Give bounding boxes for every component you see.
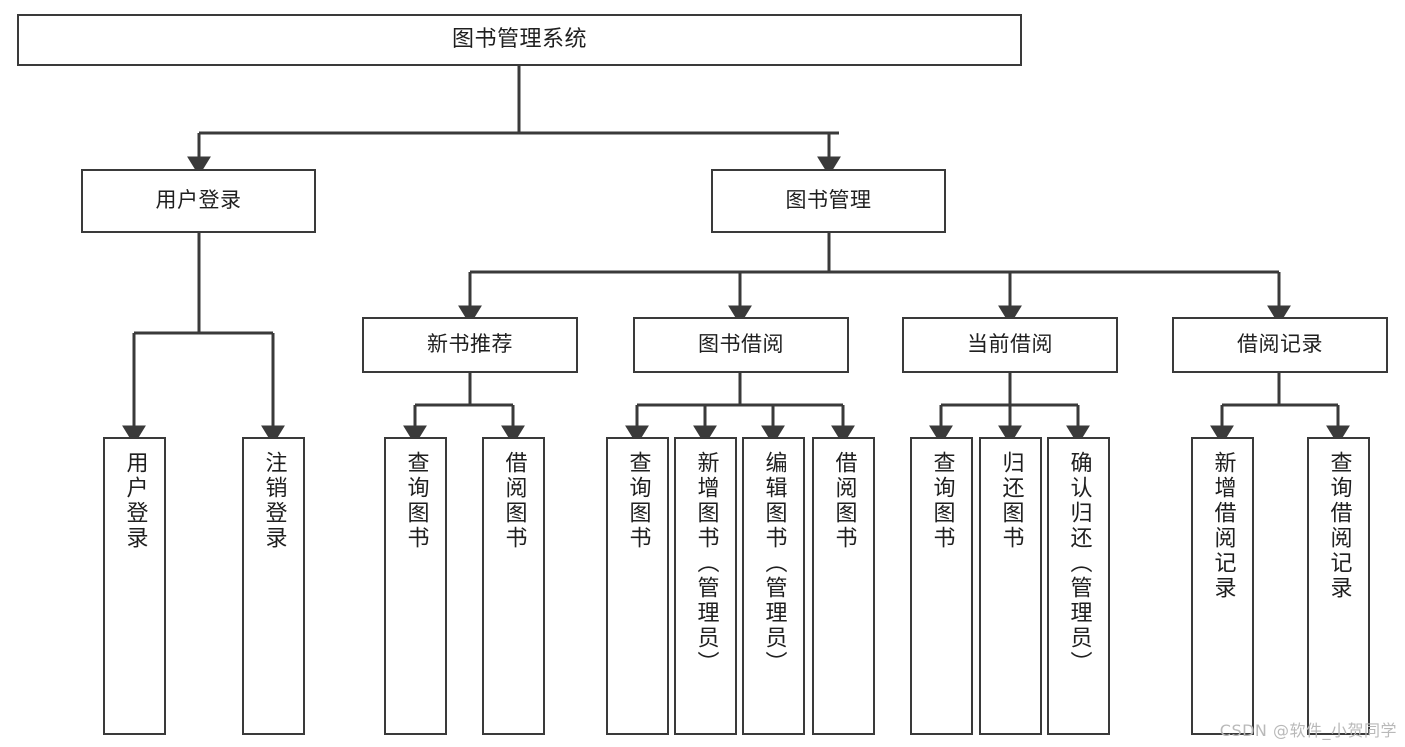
node-label: 确认归还（管理员） <box>1066 451 1092 676</box>
node-label: 当前借阅 <box>967 332 1053 357</box>
node-label: 查询图书 <box>625 451 651 551</box>
leaf-borrow-book-borrow[interactable]: 借阅图书 <box>812 437 875 735</box>
node-label: 借阅图书 <box>831 451 857 551</box>
node-label: 归还图书 <box>998 451 1024 551</box>
node-book-management[interactable]: 图书管理 <box>711 169 946 233</box>
node-label: 借阅记录 <box>1237 332 1323 357</box>
leaf-edit-book-admin[interactable]: 编辑图书（管理员） <box>742 437 805 735</box>
leaf-user-logout[interactable]: 注销登录 <box>242 437 305 735</box>
node-new-book-recommend[interactable]: 新书推荐 <box>362 317 578 373</box>
node-label: 查询借阅记录 <box>1326 451 1352 601</box>
leaf-user-login[interactable]: 用户登录 <box>103 437 166 735</box>
leaf-borrow-book-recommend[interactable]: 借阅图书 <box>482 437 545 735</box>
node-label: 编辑图书（管理员） <box>761 451 787 676</box>
leaf-add-book-admin[interactable]: 新增图书（管理员） <box>674 437 737 735</box>
node-label: 图书管理系统 <box>451 26 587 52</box>
node-book-borrow[interactable]: 图书借阅 <box>633 317 849 373</box>
leaf-query-book-recommend[interactable]: 查询图书 <box>384 437 447 735</box>
node-label: 借阅图书 <box>501 451 527 551</box>
node-label: 图书管理 <box>785 188 872 213</box>
node-root-book-management-system[interactable]: 图书管理系统 <box>17 14 1022 66</box>
leaf-confirm-return-admin[interactable]: 确认归还（管理员） <box>1047 437 1110 735</box>
leaf-query-book-current[interactable]: 查询图书 <box>910 437 973 735</box>
node-label: 新增图书（管理员） <box>693 451 719 676</box>
node-label: 查询图书 <box>929 451 955 551</box>
node-label: 新书推荐 <box>427 332 513 357</box>
node-label: 查询图书 <box>403 451 429 551</box>
node-user-login[interactable]: 用户登录 <box>81 169 316 233</box>
leaf-add-borrow-record[interactable]: 新增借阅记录 <box>1191 437 1254 735</box>
node-borrow-record[interactable]: 借阅记录 <box>1172 317 1388 373</box>
node-label: 新增借阅记录 <box>1210 451 1236 601</box>
leaf-query-book-borrow[interactable]: 查询图书 <box>606 437 669 735</box>
leaf-return-book[interactable]: 归还图书 <box>979 437 1042 735</box>
node-label: 用户登录 <box>155 188 242 213</box>
leaf-query-borrow-record[interactable]: 查询借阅记录 <box>1307 437 1370 735</box>
node-current-borrow[interactable]: 当前借阅 <box>902 317 1118 373</box>
watermark-text: CSDN @软件_小贺同学 <box>1219 721 1397 740</box>
node-label: 注销登录 <box>261 451 287 551</box>
node-label: 图书借阅 <box>698 332 784 357</box>
node-label: 用户登录 <box>122 451 148 551</box>
